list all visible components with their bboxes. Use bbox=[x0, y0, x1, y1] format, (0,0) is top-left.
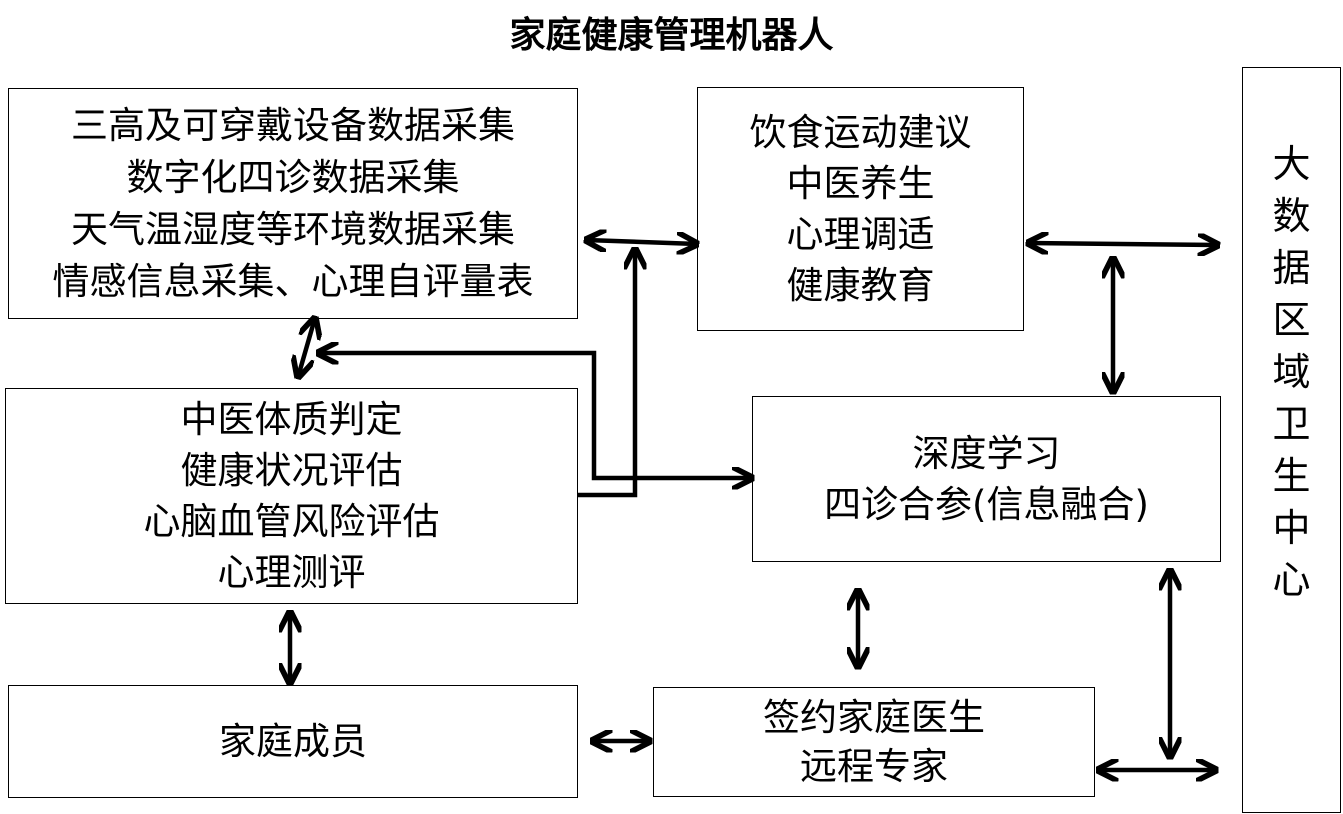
data-collection-line-3: 天气温湿度等环境数据采集 bbox=[71, 207, 515, 251]
arrow-data-advice bbox=[586, 240, 697, 244]
big-data-char-5: 域 bbox=[1272, 350, 1311, 394]
big-data-char-8: 中 bbox=[1272, 506, 1311, 550]
arrow-data-assessment bbox=[298, 318, 315, 377]
page-title: 家庭健康管理机器人 bbox=[509, 15, 834, 56]
big-data-char-7: 生 bbox=[1272, 454, 1311, 498]
advice-line-1: 饮食运动建议 bbox=[749, 111, 972, 154]
doctor-box: 签约家庭医生 远程专家 bbox=[653, 687, 1095, 797]
deep-learning-box: 深度学习 四诊合参(信息融合) bbox=[752, 396, 1221, 562]
family-members-label: 家庭成员 bbox=[219, 719, 367, 763]
family-members-box: 家庭成员 bbox=[8, 685, 578, 798]
big-data-char-3: 据 bbox=[1272, 246, 1311, 290]
data-collection-line-4: 情感信息采集、心理自评量表 bbox=[52, 259, 534, 303]
arrow-deeplearning-to-data bbox=[318, 353, 752, 478]
advice-line-3: 心理调适 bbox=[786, 213, 935, 256]
doctor-line-2: 远程专家 bbox=[800, 745, 948, 788]
data-collection-line-2: 数字化四诊数据采集 bbox=[126, 155, 460, 199]
assessment-line-4: 心理测评 bbox=[217, 551, 366, 594]
big-data-char-9: 心 bbox=[1272, 558, 1311, 602]
big-data-char-6: 卫 bbox=[1272, 402, 1311, 446]
big-data-char-4: 区 bbox=[1272, 298, 1311, 342]
big-data-center-box: 大 数 据 区 域 卫 生 中 心 bbox=[1242, 67, 1341, 813]
arrow-advice-bigdata bbox=[1028, 243, 1218, 245]
deep-learning-line-2: 四诊合参(信息融合) bbox=[824, 483, 1149, 526]
advice-line-4: 健康教育 bbox=[786, 264, 935, 307]
advice-box: 饮食运动建议 中医养生 心理调适 健康教育 bbox=[697, 87, 1024, 331]
doctor-line-1: 签约家庭医生 bbox=[763, 696, 985, 739]
data-collection-line-1: 三高及可穿戴设备数据采集 bbox=[71, 103, 515, 147]
big-data-char-1: 大 bbox=[1272, 142, 1311, 186]
data-collection-box: 三高及可穿戴设备数据采集 数字化四诊数据采集 天气温湿度等环境数据采集 情感信息… bbox=[8, 88, 578, 319]
big-data-char-2: 数 bbox=[1272, 194, 1311, 238]
deep-learning-line-1: 深度学习 bbox=[912, 432, 1061, 475]
advice-line-2: 中医养生 bbox=[786, 162, 935, 205]
arrow-assessment-to-advice bbox=[578, 249, 635, 498]
assessment-line-3: 心脑血管风险评估 bbox=[143, 500, 440, 543]
